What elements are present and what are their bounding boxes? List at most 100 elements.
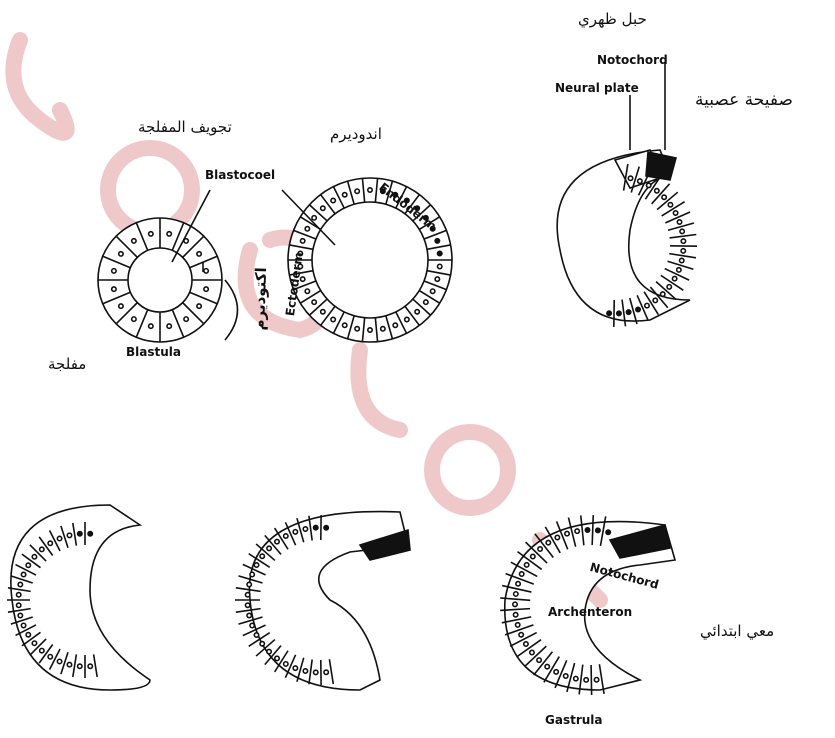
cell-nucleus	[204, 269, 208, 273]
cell-nucleus	[661, 292, 665, 296]
cell-nucleus	[167, 324, 171, 328]
cell-nucleus	[88, 664, 92, 668]
cell-nucleus	[267, 546, 271, 550]
cell-nucleus	[267, 649, 271, 653]
cell-nucleus	[250, 623, 254, 627]
cell-nucleus	[596, 528, 600, 532]
cell-nucleus	[119, 304, 123, 308]
cell-nucleus	[26, 563, 30, 567]
cell-nucleus	[524, 563, 528, 567]
cell-nucleus	[293, 530, 297, 534]
cell-nucleus	[415, 310, 419, 314]
cell-nucleus	[555, 535, 559, 539]
cell-nucleus	[681, 249, 685, 253]
cell-nucleus	[247, 613, 251, 617]
cell-nucleus	[531, 554, 535, 558]
cell-nucleus	[343, 323, 347, 327]
cell-nucleus	[67, 533, 71, 537]
cell-nucleus	[438, 251, 442, 255]
cell-nucleus	[607, 311, 611, 315]
cell-nucleus	[546, 540, 550, 544]
cell-nucleus	[636, 307, 640, 311]
cell-nucleus	[638, 179, 642, 183]
cell-nucleus	[680, 258, 684, 262]
cell-nucleus	[67, 662, 71, 666]
cell-nucleus	[680, 229, 684, 233]
cell-nucleus	[381, 327, 385, 331]
cell-nucleus	[254, 633, 258, 637]
cell-nucleus	[662, 195, 666, 199]
cell-nucleus	[88, 532, 92, 536]
label-ar-blastocoel-cavity: تجويف المفلجة	[138, 118, 232, 136]
cell-nucleus	[119, 252, 123, 256]
cell-nucleus	[48, 541, 52, 545]
cell-nucleus	[18, 582, 22, 586]
cell-nucleus	[26, 633, 30, 637]
cell-nucleus	[40, 648, 44, 652]
cell-nucleus	[247, 582, 251, 586]
cell-nucleus	[520, 572, 524, 576]
cell-nucleus	[78, 532, 82, 536]
cell-nucleus	[167, 232, 171, 236]
cell-nucleus	[57, 536, 61, 540]
cell-nucleus	[324, 670, 328, 674]
cell-nucleus	[275, 656, 279, 660]
cell-wall	[592, 515, 593, 545]
cell-nucleus	[284, 534, 288, 538]
cell-nucleus	[405, 317, 409, 321]
cell-nucleus	[435, 239, 439, 243]
cell-nucleus	[321, 310, 325, 314]
cell-nucleus	[197, 252, 201, 256]
cell-nucleus	[672, 276, 676, 280]
cell-nucleus	[112, 287, 116, 291]
cell-nucleus	[519, 633, 523, 637]
cell-nucleus	[524, 642, 528, 646]
cell-nucleus	[78, 664, 82, 668]
cell-nucleus	[305, 227, 309, 231]
label-ar-blastula: مفلجة	[48, 355, 86, 373]
cell-nucleus	[626, 310, 630, 314]
cell-nucleus	[245, 593, 249, 597]
cell-nucleus	[18, 613, 22, 617]
cell-nucleus	[184, 317, 188, 321]
cell-nucleus	[149, 232, 153, 236]
label-gastrula: Gastrula	[545, 713, 603, 727]
cell-nucleus	[655, 189, 659, 193]
cell-nucleus	[132, 239, 136, 243]
label-neural-plate: Neural plate	[555, 81, 639, 95]
cell-nucleus	[305, 289, 309, 293]
cell-nucleus	[653, 298, 657, 302]
cell-nucleus	[617, 311, 621, 315]
label-ar-neural-plate: صفيحة عصبية	[695, 90, 793, 110]
cell-nucleus	[554, 670, 558, 674]
label-blastula: Blastula	[126, 345, 181, 359]
cell-nucleus	[32, 555, 36, 559]
cell-nucleus	[343, 193, 347, 197]
cell-nucleus	[565, 531, 569, 535]
label-ar-archenteron: معي ابتدائي	[700, 622, 774, 640]
cell-nucleus	[368, 188, 372, 192]
label-ar-dorsal-cord: حبل ظهري	[578, 10, 647, 28]
cell-nucleus	[645, 303, 649, 307]
cell-nucleus	[293, 666, 297, 670]
cell-nucleus	[668, 203, 672, 207]
cell-nucleus	[17, 593, 21, 597]
cell-nucleus	[538, 547, 542, 551]
cell-nucleus	[260, 554, 264, 558]
label-ar-ectoderm: اكتوديرم	[250, 267, 270, 331]
cell-nucleus	[21, 572, 25, 576]
cell-nucleus	[303, 669, 307, 673]
cell-wall	[591, 665, 592, 695]
cell-nucleus	[284, 662, 288, 666]
cell-nucleus	[275, 539, 279, 543]
cell-nucleus	[594, 678, 598, 682]
cell-nucleus	[355, 189, 359, 193]
cell-nucleus	[321, 206, 325, 210]
cell-nucleus	[355, 327, 359, 331]
cell-nucleus	[393, 323, 397, 327]
cell-wall	[670, 234, 697, 237]
cell-nucleus	[513, 602, 517, 606]
cell-nucleus	[430, 289, 434, 293]
cell-nucleus	[646, 183, 650, 187]
